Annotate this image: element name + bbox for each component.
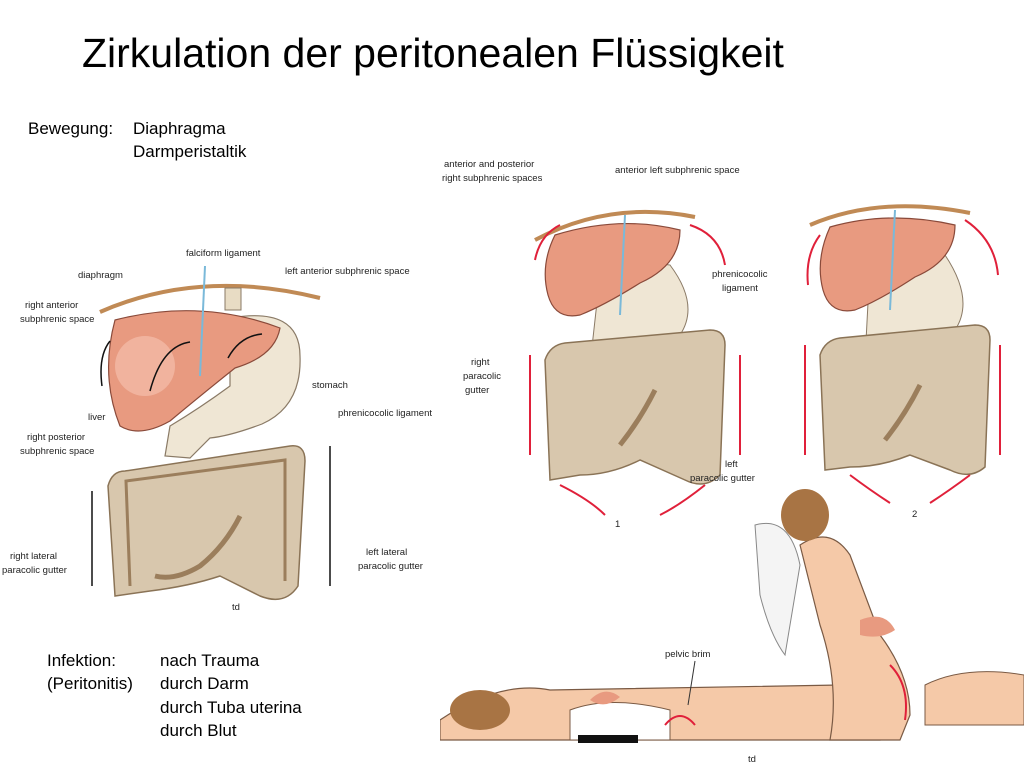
infection-cause-1: nach Trauma xyxy=(160,651,260,670)
signature-td-left: td xyxy=(232,602,240,613)
label-left-lateral-2: paracolic gutter xyxy=(358,561,423,572)
label-stomach: stomach xyxy=(312,380,348,391)
label-phrenicocolic-1: phrenicocolic xyxy=(712,269,768,280)
label-right-lateral-2: paracolic gutter xyxy=(2,565,67,576)
label-phrenicocolic: phrenicocolic ligament xyxy=(338,408,432,419)
label-right-anterior-1: right anterior xyxy=(25,300,78,311)
label-left-lateral-1: left lateral xyxy=(366,547,407,558)
label-diaphragm: diaphragm xyxy=(78,270,123,281)
label-panel-2: 2 xyxy=(912,509,917,520)
peritonitis-label: (Peritonitis) xyxy=(47,674,133,693)
label-ant-post-1: anterior and posterior xyxy=(444,159,534,170)
infection-cause-4: durch Blut xyxy=(160,721,237,740)
movement-item-diaphragm: Diaphragma xyxy=(133,119,226,138)
figure-right-circulation-paths: anterior and posterior right subphrenic … xyxy=(442,159,1001,530)
slide-title: Zirkulation der peritonealen Flüssigkeit xyxy=(82,30,784,76)
label-left-gutter-2: paracolic gutter xyxy=(690,473,755,484)
signature-td-bottom: td xyxy=(748,754,756,765)
movement-item-peristalsis: Darmperistaltik xyxy=(133,142,247,161)
label-falciform-ligament: falciform ligament xyxy=(186,248,261,259)
label-left-gutter-1: left xyxy=(725,459,738,470)
label-panel-1: 1 xyxy=(615,519,620,530)
label-liver: liver xyxy=(88,412,105,423)
label-pelvic-brim: pelvic brim xyxy=(665,649,710,660)
label-right-gutter-2: paracolic xyxy=(463,371,501,382)
infection-cause-3: durch Tuba uterina xyxy=(160,698,302,717)
label-right-gutter-3: gutter xyxy=(465,385,489,396)
label-phrenicocolic-2: ligament xyxy=(722,283,758,294)
label-ant-left-subphrenic: anterior left subphrenic space xyxy=(615,165,740,176)
label-right-gutter-1: right xyxy=(471,357,490,368)
infection-cause-2: durch Darm xyxy=(160,674,249,693)
colon-shape xyxy=(107,445,306,601)
label-right-anterior-2: subphrenic space xyxy=(20,314,94,325)
label-right-posterior-1: right posterior xyxy=(27,432,85,443)
figure-bottom-patient-positions: pelvic brim td xyxy=(440,489,1024,765)
movement-label: Bewegung: xyxy=(28,119,114,138)
label-right-posterior-2: subphrenic space xyxy=(20,446,94,457)
label-right-lateral-1: right lateral xyxy=(10,551,57,562)
label-left-anterior-subphrenic: left anterior subphrenic space xyxy=(285,266,410,277)
falciform-ligament xyxy=(199,265,206,377)
infection-label: Infektion: xyxy=(47,651,116,670)
label-ant-post-2: right subphrenic spaces xyxy=(442,173,543,184)
figure-left-peritoneal-spaces: falciform ligament diaphragm left anteri… xyxy=(0,246,440,632)
